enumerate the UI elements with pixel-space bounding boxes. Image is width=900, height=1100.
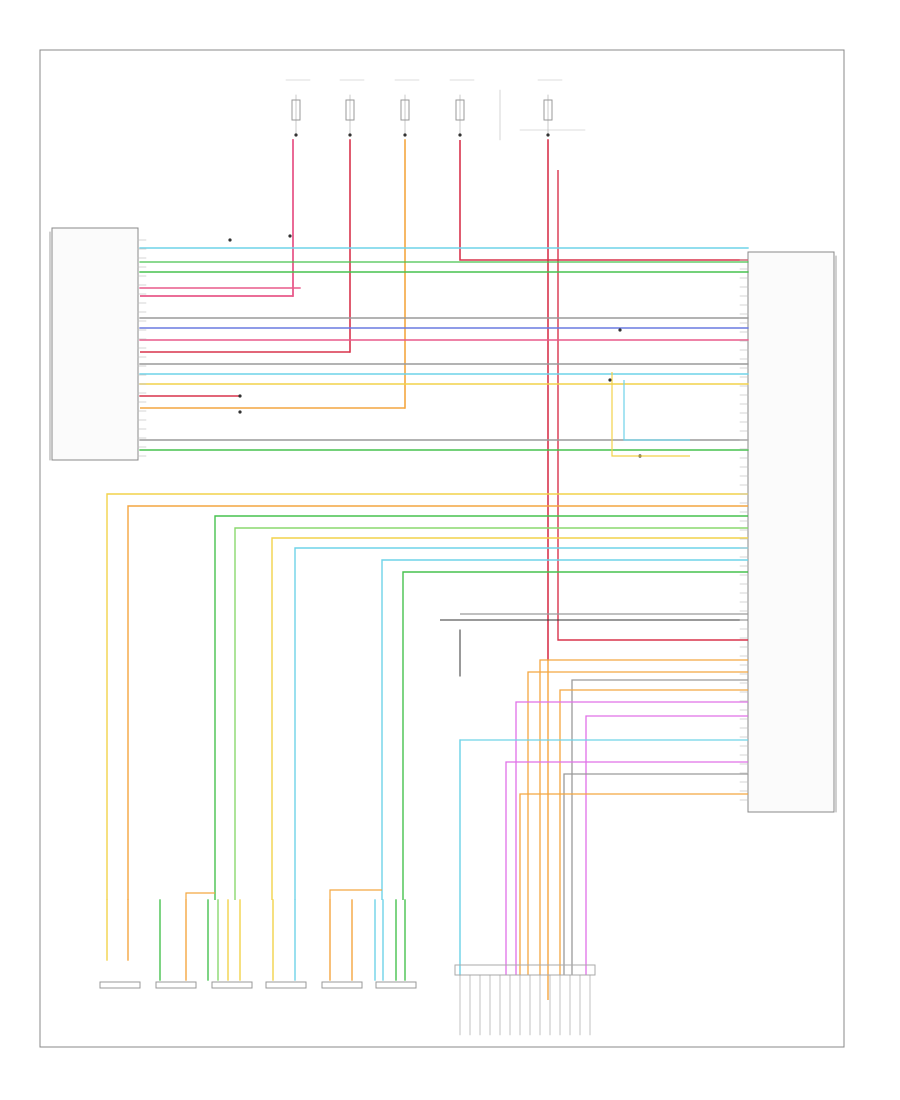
fuse-splice-dot <box>546 133 550 137</box>
fuse-splice-dot <box>403 133 407 137</box>
splice-dot <box>228 238 232 242</box>
splice-dot <box>608 378 612 382</box>
lower-bundle-wire <box>515 701 748 975</box>
bottom-connector <box>454 964 596 976</box>
speaker-box <box>211 981 253 989</box>
wire-red-right-2 <box>557 170 748 641</box>
splice-dot <box>238 394 242 398</box>
speaker-box <box>99 981 141 989</box>
lower-bundle-wire <box>585 715 748 975</box>
lower-bundle-wire <box>505 761 748 975</box>
lower-bundle-wire <box>459 739 748 975</box>
splice-dot <box>238 410 242 414</box>
speaker-box <box>321 981 363 989</box>
fuse-splice-dot <box>458 133 462 137</box>
aux-wire <box>611 372 690 457</box>
diagram-frame <box>39 49 845 1048</box>
fuse-symbol <box>400 99 410 121</box>
fuse-symbol <box>291 99 301 121</box>
speaker-wire <box>214 515 748 900</box>
fuse-splice-dot <box>294 133 298 137</box>
speaker-wire <box>234 527 748 900</box>
wire-red-right <box>459 140 748 261</box>
fuse-symbol <box>345 99 355 121</box>
speaker-wire <box>106 493 748 900</box>
fuse-splice-dot <box>348 133 352 137</box>
lower-bundle-wire <box>571 679 748 975</box>
speaker-box <box>375 981 417 989</box>
left-module-box <box>51 227 139 461</box>
speaker-wire <box>381 559 748 900</box>
speaker-box <box>265 981 307 989</box>
splice-dot <box>288 234 292 238</box>
fuse-symbol <box>543 99 553 121</box>
speaker-jumper <box>329 889 382 900</box>
fuse-symbol <box>455 99 465 121</box>
lower-bundle-wire <box>527 671 748 975</box>
lower-bundle-wire <box>539 659 748 975</box>
splice-dot <box>618 328 622 332</box>
lower-bundle-wire <box>559 689 748 975</box>
speaker-wire <box>294 547 748 900</box>
right-module-box <box>747 251 835 813</box>
speaker-wire <box>271 537 748 900</box>
speaker-box <box>155 981 197 989</box>
speaker-wire <box>402 571 748 900</box>
aux-wire <box>623 380 690 441</box>
lower-bundle-wire <box>563 773 748 975</box>
lower-bundle-wire <box>519 793 748 975</box>
speaker-jumper <box>185 892 215 900</box>
speaker-wire <box>127 505 748 900</box>
